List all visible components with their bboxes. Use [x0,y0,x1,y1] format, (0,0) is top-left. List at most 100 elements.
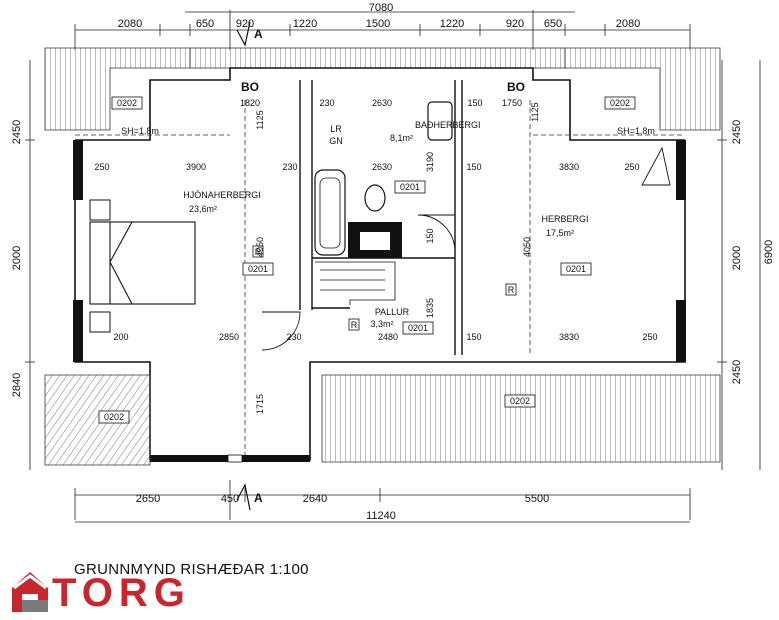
room-area-master: 23,6m² [189,204,217,214]
space-code-floor-2: 0201 [566,264,586,274]
top-dimension-1: 650 [196,18,214,30]
interior-dimension-1: 230 [319,98,334,108]
left-dimension-2: 2840 [11,373,23,397]
space-code-roof-3: 0202 [510,396,530,406]
interior-dimension-3: 150 [467,98,482,108]
interior-dimension-22: 150 [466,332,481,342]
r-marker-box [348,318,360,331]
r-marker: R [508,285,515,295]
section-label-top: A [254,27,263,41]
interior-dimension-5: 1125 [255,110,265,129]
section-marker-top: A [236,21,263,47]
top-dimension-0: 2080 [118,18,142,30]
interior-dimension-17: 4050 [522,237,532,257]
top-dimension-8: 2080 [616,18,640,30]
left-dimension-0: 2450 [11,120,23,144]
balcony-label-1: BO [507,80,525,94]
r-marker-box [505,283,517,296]
roof-area-top-center [189,47,566,69]
interior-dimension-26: 1715 [255,394,265,414]
interior-dimension-14: 250 [624,162,639,172]
space-code-floor-0-box [242,262,274,276]
left-dimension-1: 2000 [11,246,23,270]
roof-area-top-right [564,47,721,131]
bottom-dimension-0: 2650 [136,493,160,505]
interior-dimension-24: 250 [642,332,657,342]
space-code-floor-1-box [394,180,426,194]
room-name-landing: PALLUR [375,307,410,317]
section-label-bottom: A [254,491,263,505]
top-dimension-5: 1220 [440,18,464,30]
interior-dimension-18: 2850 [219,332,239,342]
top-dimension-chain [74,10,691,50]
stairwell [315,261,396,305]
bottom-dimension-labels: 2650 450 2640 5500 11240 [136,493,549,522]
sloped-ceiling-lines [75,100,685,455]
right-dimension-0: 2450 [731,120,743,144]
right-dimension-1: 2000 [731,246,743,270]
r-marker: R [255,247,262,257]
space-code-roof-1-box [604,96,636,110]
bed [89,221,196,305]
wall-opening [227,454,243,463]
interior-dimension-12: 3830 [559,162,579,172]
room-name-master: HJÓNAHERBERGI [183,190,261,200]
space-code-roof-3-box [504,394,536,408]
interior-dimension-8: 230 [282,162,297,172]
nightstand [89,199,111,221]
bottom-dimension-3: 5500 [525,493,549,505]
interior-dimension-11: 150 [466,162,481,172]
room-area-herbergi: 17,5m² [546,228,574,238]
wall-block [676,140,686,200]
nightstand [89,311,111,333]
space-code-roof-1: 0202 [610,98,630,108]
toilet [364,184,386,212]
wall-block [676,300,686,362]
r-marker-box [252,245,264,258]
ceiling-height-label-0: SH=1,8m [121,126,159,136]
interior-dimension-10: 3190 [425,152,435,172]
room-labels: HJÓNAHERBERGI23,6m²BAÐHERBERGI8,1m²LRGNH… [98,80,655,424]
roof-area-bottom-left [44,374,151,466]
interior-dimension-23: 3830 [559,332,579,342]
bath-code-lr: LR [330,124,342,134]
balcony-label-0: BO [241,80,259,94]
ceiling-height-label-1: SH=1,8m [617,126,655,136]
interior-dimension-7: 3900 [186,162,206,172]
bottom-overall-dimension: 11240 [366,510,396,522]
right-dimension-2: 2450 [731,360,743,384]
room-area-landing: 3,3m² [370,319,393,329]
bathtub [314,169,346,256]
interior-dimension-15: 4050 [255,237,265,257]
top-dimension-6: 920 [506,18,524,30]
sink [427,101,453,141]
overall-top-dimension: 7080 [369,2,393,14]
torg-logo [12,572,48,612]
wall-block [73,300,83,362]
room-name-bath: BAÐHERBERGI [415,120,481,130]
roof-area-top-left [44,47,191,131]
bottom-dimension-2: 2640 [303,493,327,505]
space-code-floor-2-box [560,262,592,276]
side-dimension-labels: 2450 2000 2840 2450 2000 2450 6900 [11,120,775,397]
logo-text: TORG [52,571,191,615]
bottom-dimension-1: 450 [221,493,239,505]
right-dimension-overall: 6900 [763,240,775,264]
interior-dimension-4: 1750 [502,98,522,108]
interior-dimension-16: 150 [425,228,435,243]
space-code-roof-0: 0202 [117,98,137,108]
space-code-roof-2: 0202 [104,412,124,422]
interior-dimension-20: 1835 [425,298,435,318]
space-code-floor-0: 0201 [248,264,268,274]
room-area-bath: 8,1m² [390,133,413,143]
top-dimension-4: 1500 [366,18,390,30]
space-code-roof-0-box [111,96,143,110]
bottom-dimension-chain [74,480,691,523]
interior-dimension-6: 1125 [530,102,540,121]
top-dimension-7: 650 [544,18,562,30]
side-dimension-lines [25,60,761,470]
r-marker: R [351,320,358,330]
